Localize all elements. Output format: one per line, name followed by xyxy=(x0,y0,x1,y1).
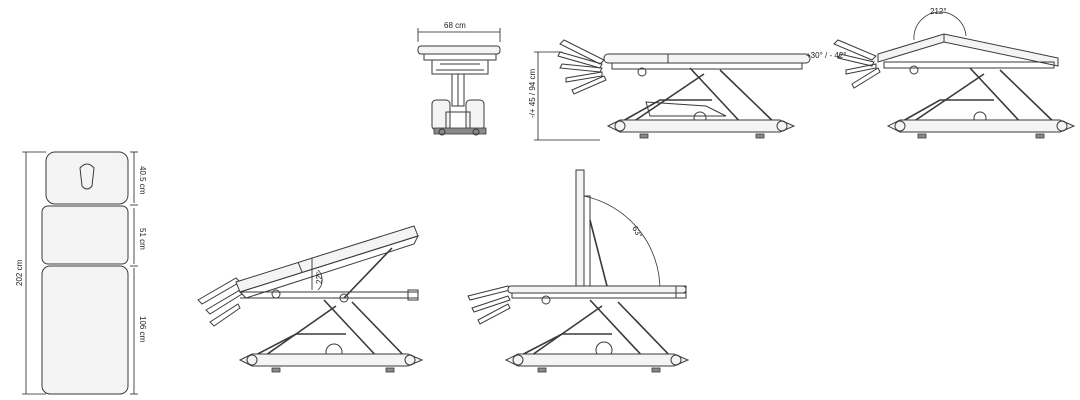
side-view-inclined: 22° xyxy=(197,225,424,373)
width-dimension-label: 68 cm xyxy=(444,21,466,30)
head-tilt-label: +30° / - 42° xyxy=(806,51,846,60)
total-length-label: 202 cm xyxy=(15,259,24,286)
mid-length-label: 51 cm xyxy=(138,228,147,250)
front-view: 68 cm xyxy=(417,21,501,136)
side-view-tilt: 212° +30° / - 42° xyxy=(806,7,1076,139)
leg-length-label: 106 cm xyxy=(138,316,147,343)
trendelenburg-angle-label: 22° xyxy=(315,272,324,284)
top-view: 202 cm 40.5 cm 51 cm 106 cm xyxy=(15,151,147,395)
height-dimension-label: -/+ 45 / 94 cm xyxy=(528,69,537,118)
side-view-backrest: 63° xyxy=(467,169,690,373)
top-angle-label: 212° xyxy=(930,7,947,16)
head-length-label: 40.5 cm xyxy=(138,166,147,195)
side-view-height: -/+ 45 / 94 cm xyxy=(528,39,811,141)
backrest-angle-label: 63° xyxy=(630,225,644,240)
